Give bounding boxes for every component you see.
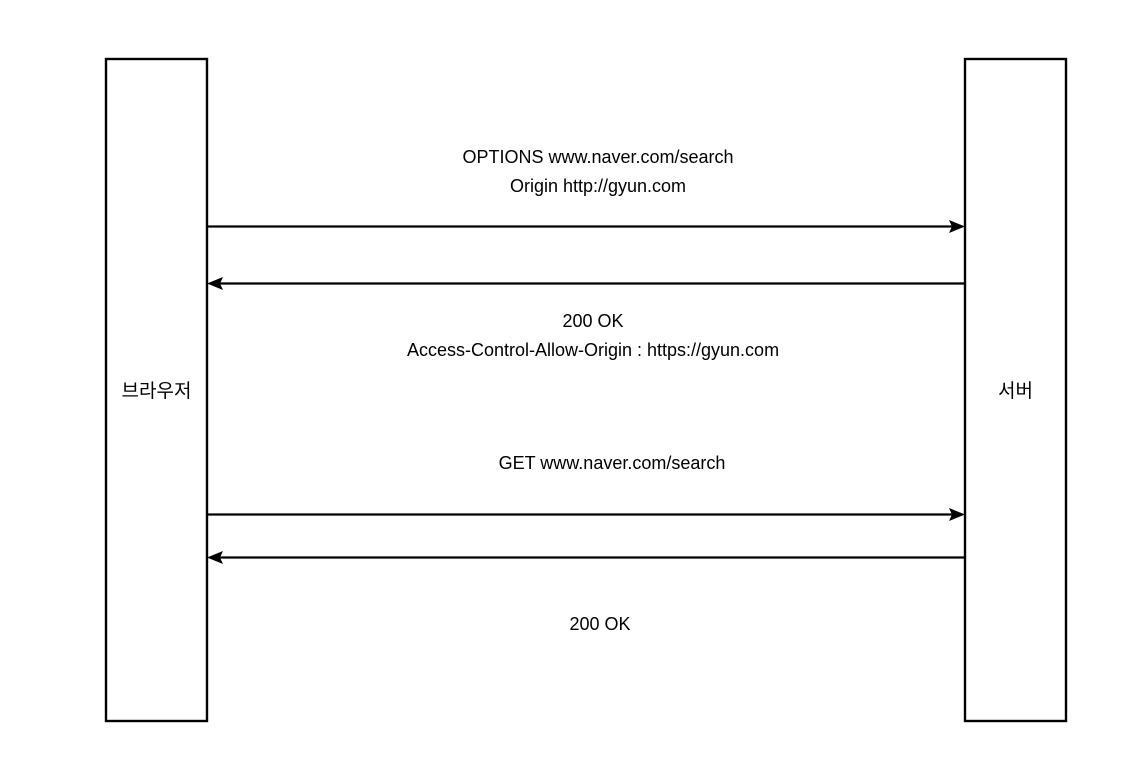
message-1-label-line-1: OPTIONS www.naver.com/search: [462, 147, 733, 167]
message-3-get-request[interactable]: GET www.naver.com/search: [207, 453, 965, 521]
message-2-arrowhead-icon: [207, 277, 223, 290]
server-lifeline-box[interactable]: [963, 57, 1068, 723]
message-4-label-line-1: 200 OK: [569, 614, 630, 634]
message-2-label-line-2: Access-Control-Allow-Origin : https://gy…: [407, 340, 779, 360]
browser-lifeline-label: 브라우저: [122, 380, 192, 402]
message-1-options-request[interactable]: OPTIONS www.naver.com/search Origin http…: [207, 147, 965, 233]
message-1-arrowhead-icon: [949, 220, 965, 233]
message-2-preflight-response[interactable]: 200 OK Access-Control-Allow-Origin : htt…: [207, 277, 965, 360]
server-lifeline-label: 서버: [998, 380, 1033, 402]
browser-lifeline-box[interactable]: [104, 57, 209, 723]
participant-browser[interactable]: 브라우저: [104, 57, 209, 723]
message-1-label-line-2: Origin http://gyun.com: [510, 176, 686, 196]
message-4-get-response[interactable]: 200 OK: [207, 551, 965, 634]
participant-server[interactable]: 서버: [963, 57, 1068, 723]
message-3-arrowhead-icon: [949, 508, 965, 521]
message-4-arrowhead-icon: [207, 551, 223, 564]
message-2-label-line-1: 200 OK: [562, 311, 623, 331]
message-3-label-line-1: GET www.naver.com/search: [499, 453, 726, 473]
